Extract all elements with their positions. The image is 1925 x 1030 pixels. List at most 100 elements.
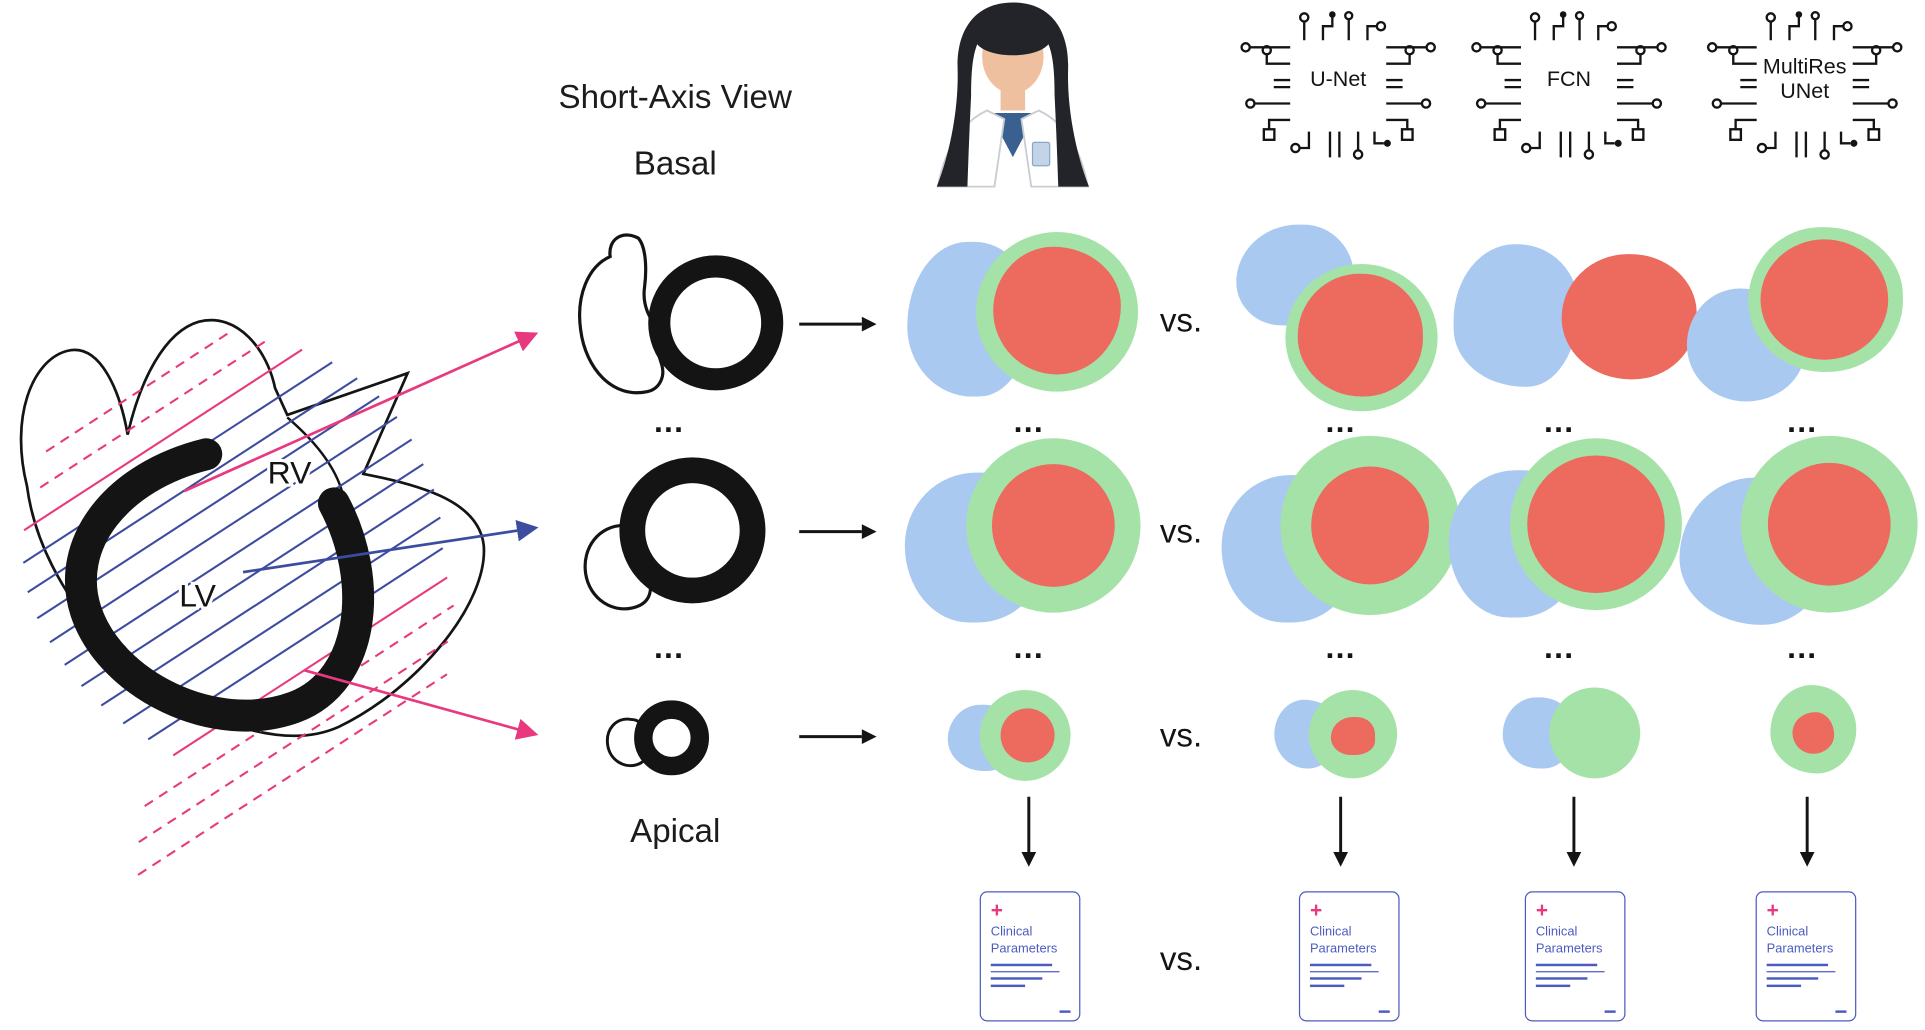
plus-icon: + — [1535, 898, 1549, 923]
ellipsis: ... — [653, 402, 685, 440]
text-line — [1535, 964, 1598, 967]
basal-label: Basal — [633, 144, 717, 182]
text-line — [1535, 984, 1571, 987]
lv-myocardium-ring — [648, 255, 784, 391]
apical-slice-outline-icon — [605, 700, 709, 776]
card-dash — [1378, 1010, 1390, 1013]
text-line — [1309, 970, 1379, 973]
unet-label: U-Net — [1310, 66, 1367, 91]
ellipsis: ... — [653, 628, 685, 666]
vs-label: vs. — [1159, 513, 1203, 551]
rv-mask — [1453, 244, 1579, 387]
lv-myocardium-ring — [634, 700, 709, 776]
mid-slice-arrow — [242, 519, 539, 574]
apical-slice-arrow — [304, 669, 539, 740]
clinical-parameters-card-clinician: + Clinical Parameters — [979, 891, 1081, 1022]
apical-label: Apical — [630, 812, 721, 850]
lv-mask — [1297, 273, 1423, 397]
lv-mask — [1311, 466, 1430, 585]
ellipsis: ... — [1544, 402, 1575, 440]
lv-label: LV — [179, 577, 216, 613]
arrow-right-icon — [799, 316, 877, 332]
mid-slice-outline-icon — [583, 457, 766, 611]
multires-unet-label: MultiRes UNet — [1762, 53, 1847, 104]
ellipsis: ... — [1325, 628, 1356, 666]
lv-mask — [1792, 712, 1835, 754]
clinician-illustration-icon — [936, 2, 1089, 188]
ellipsis: ... — [1013, 402, 1044, 440]
text-line — [990, 970, 1060, 973]
plus-icon: + — [1766, 898, 1779, 923]
segmentation-multires-apical — [1753, 685, 1913, 798]
lv-mask — [991, 464, 1115, 587]
segmentation-multires-basal — [1679, 225, 1925, 415]
text-line — [1766, 977, 1819, 980]
arrow-down-icon — [1566, 796, 1582, 867]
text-line — [1309, 964, 1372, 967]
lv-mask — [993, 246, 1121, 375]
ellipsis: ... — [1787, 628, 1818, 666]
rv-outline — [578, 233, 665, 395]
lv-mask — [1527, 455, 1665, 593]
rv-label: RV — [268, 455, 312, 491]
text-line — [990, 977, 1043, 980]
clinical-parameters-card-fcn: + Clinical Parameters — [1524, 891, 1626, 1022]
clinical-parameters-card-multires: + Clinical Parameters — [1755, 891, 1857, 1022]
ellipsis: ... — [1544, 628, 1575, 666]
lv-mask — [1330, 716, 1376, 756]
card-dash — [1604, 1010, 1616, 1013]
ellipsis: ... — [1013, 628, 1044, 666]
segmentation-fcn-basal — [1449, 225, 1697, 415]
text-line — [1535, 977, 1588, 980]
text-line — [1766, 970, 1836, 973]
vs-label: vs. — [1159, 940, 1203, 978]
text-line — [1309, 977, 1362, 980]
segmentation-clinician-basal — [905, 225, 1151, 415]
clinician-neck — [1000, 81, 1026, 111]
segmentation-clinician-mid — [904, 436, 1151, 632]
text-line — [1309, 984, 1345, 987]
arrow-down-icon — [1021, 796, 1037, 867]
ellipsis: ... — [1325, 402, 1356, 440]
fcn-label: FCN — [1546, 66, 1592, 91]
vs-label: vs. — [1159, 716, 1203, 754]
segmentation-unet-basal — [1222, 224, 1468, 415]
lv-mask — [1561, 254, 1697, 380]
segmentation-unet-apical — [1274, 685, 1434, 798]
clinician-hair — [936, 2, 1089, 187]
segmentation-unet-mid — [1221, 435, 1468, 632]
heart-long-axis-diagram: RV LV — [19, 318, 539, 876]
vs-label: vs. — [1159, 302, 1203, 339]
lv-myocardium-band — [65, 438, 375, 732]
plus-icon: + — [1309, 898, 1323, 923]
plus-icon: + — [990, 898, 1003, 923]
text-line — [1535, 970, 1605, 973]
card-title: Clinical Parameters — [990, 924, 1058, 956]
card-title: Clinical Parameters — [1766, 924, 1834, 956]
segmentation-fcn-mid — [1448, 436, 1695, 632]
arrow-down-icon — [1333, 796, 1349, 867]
arrow-right-icon — [799, 524, 877, 539]
text-line — [990, 984, 1026, 987]
clinical-parameters-card-unet: + Clinical Parameters — [1298, 891, 1400, 1022]
text-line — [1766, 984, 1802, 987]
text-line — [1766, 964, 1829, 967]
segmentation-multires-mid — [1679, 435, 1925, 632]
segmentation-fcn-apical — [1500, 685, 1660, 798]
arrow-right-icon — [799, 729, 877, 744]
lv-mask — [1767, 462, 1891, 586]
lv-mask — [1000, 708, 1055, 763]
ellipsis: ... — [1787, 402, 1818, 440]
lv-myocardium-ring — [619, 457, 766, 604]
card-dash — [1835, 1010, 1847, 1013]
short-axis-view-title: Short-Axis View — [558, 78, 792, 116]
card-title: Clinical Parameters — [1309, 924, 1377, 956]
lv-mask — [1760, 239, 1889, 360]
myocardium-mask — [1549, 687, 1641, 779]
basal-slice-arrow — [183, 331, 539, 493]
card-title: Clinical Parameters — [1535, 924, 1603, 956]
clinician-badge — [1031, 141, 1051, 167]
text-line — [990, 964, 1053, 967]
card-dash — [1059, 1010, 1071, 1013]
